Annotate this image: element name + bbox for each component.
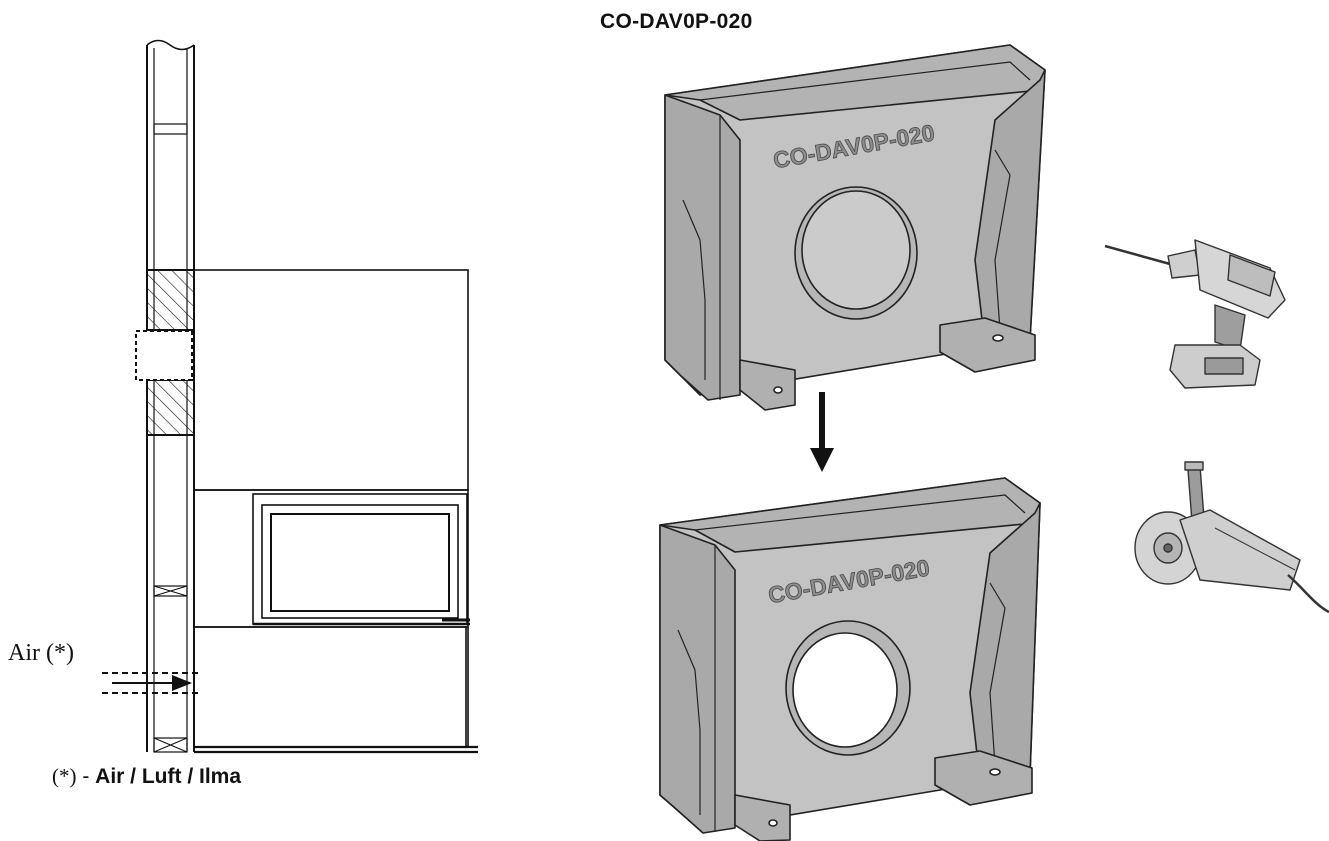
footnote-separator: - bbox=[76, 765, 96, 788]
part-code-title: CO-DAV0P-020 bbox=[600, 10, 753, 33]
stove-outline bbox=[193, 269, 478, 754]
air-inlet-duct bbox=[102, 672, 200, 694]
air-inlet-label: Air (*) bbox=[8, 640, 74, 666]
angle-grinder-icon bbox=[1134, 461, 1329, 614]
drill-icon bbox=[1104, 239, 1286, 389]
footnote: (*) - Air / Luft / Ilma bbox=[52, 764, 241, 789]
part-bottom-after-cut bbox=[659, 477, 1041, 841]
footnote-text: Air / Luft / Ilma bbox=[95, 765, 242, 788]
footnote-marker: (*) bbox=[52, 764, 77, 788]
part-top-before-cut bbox=[664, 44, 1046, 411]
down-arrow bbox=[810, 392, 834, 472]
wall-passthrough-hatched bbox=[135, 269, 195, 436]
